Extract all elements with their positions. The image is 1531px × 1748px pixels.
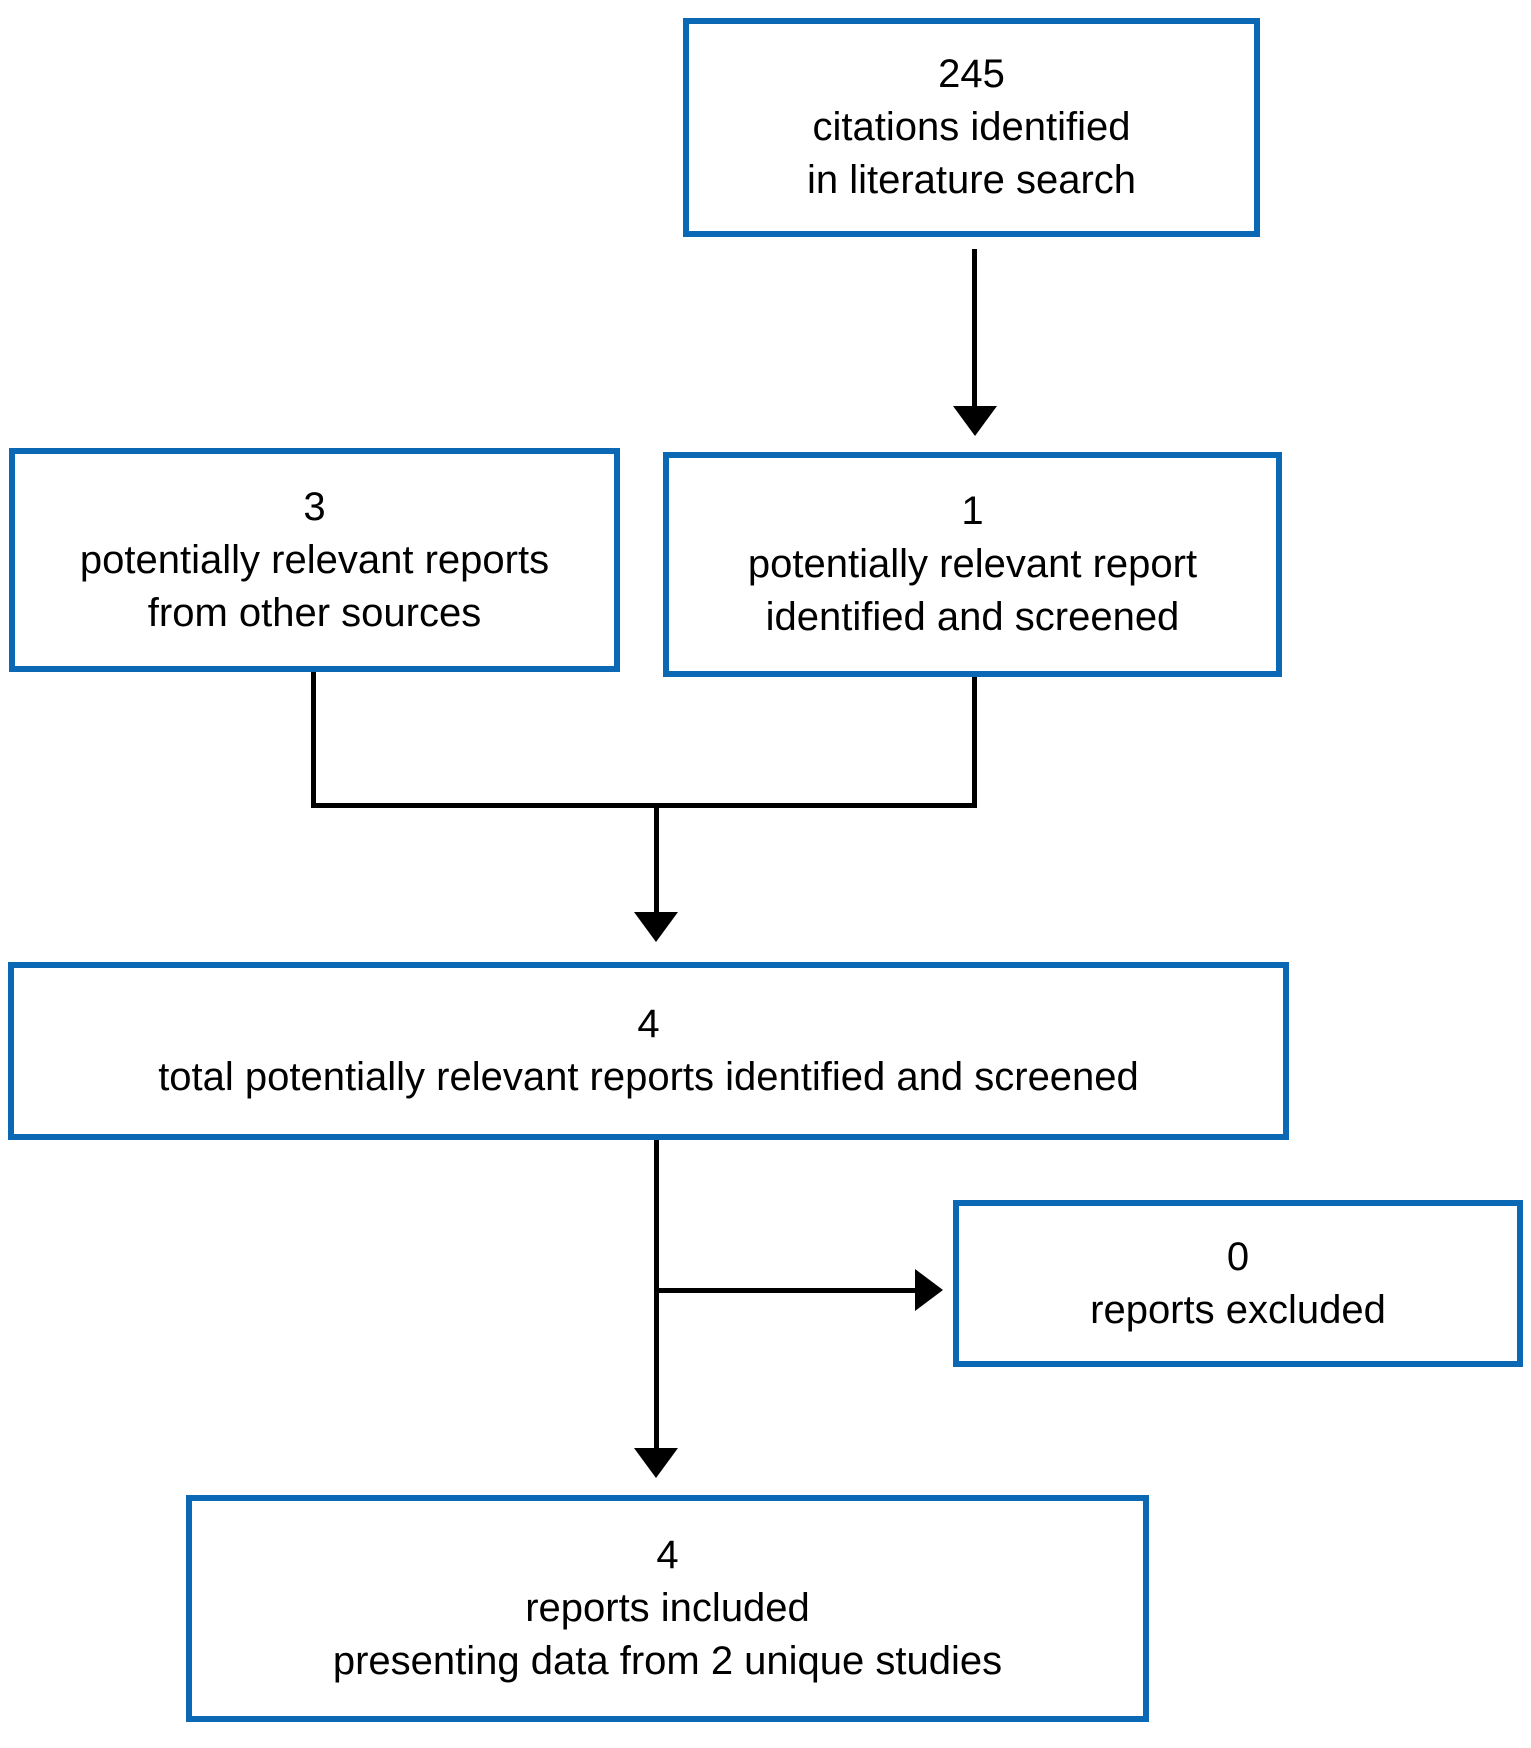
- box-total-screened: 4 total potentially relevant reports ide…: [8, 962, 1289, 1140]
- arrow-stem: [654, 1140, 659, 1448]
- box-text-line: total potentially relevant reports ident…: [158, 1055, 1139, 1099]
- box-text-line: presenting data from 2 unique studies: [332, 1639, 1003, 1683]
- arrow-stem: [972, 249, 977, 406]
- box-text-line: potentially relevant reports: [79, 537, 550, 582]
- arrow-head-down-icon: [634, 912, 678, 942]
- box-text-line: reports included: [525, 1586, 810, 1630]
- box-text-line: reports excluded: [1090, 1287, 1386, 1332]
- box-text-line: potentially relevant report: [747, 542, 1198, 586]
- box-reports-included: 4 reports included presenting data from …: [186, 1495, 1149, 1722]
- box-count: 4: [656, 1533, 679, 1577]
- box-other-sources: 3 potentially relevant reports from othe…: [9, 448, 620, 672]
- box-reports-excluded: 0 reports excluded: [953, 1200, 1523, 1367]
- arrow-stem: [654, 803, 659, 912]
- arrow-connector: [311, 803, 977, 808]
- box-citations-identified: 245 citations identified in literature s…: [683, 18, 1260, 237]
- arrow-stem: [972, 677, 977, 808]
- box-count: 245: [938, 52, 1005, 96]
- arrow-connector: [654, 1288, 915, 1293]
- box-text-line: in literature search: [806, 158, 1137, 202]
- box-report-screened: 1 potentially relevant report identified…: [663, 452, 1282, 677]
- arrow-head-right-icon: [915, 1269, 943, 1311]
- box-count: 4: [637, 1002, 660, 1046]
- box-text-line: from other sources: [147, 590, 482, 635]
- arrow-head-down-icon: [634, 1448, 678, 1478]
- box-count: 3: [303, 484, 326, 529]
- arrow-head-down-icon: [953, 406, 997, 436]
- box-count: 0: [1226, 1234, 1250, 1279]
- arrow-stem: [311, 672, 316, 808]
- box-text-line: identified and screened: [765, 595, 1180, 639]
- box-count: 1: [961, 489, 984, 533]
- box-text-line: citations identified: [812, 105, 1131, 149]
